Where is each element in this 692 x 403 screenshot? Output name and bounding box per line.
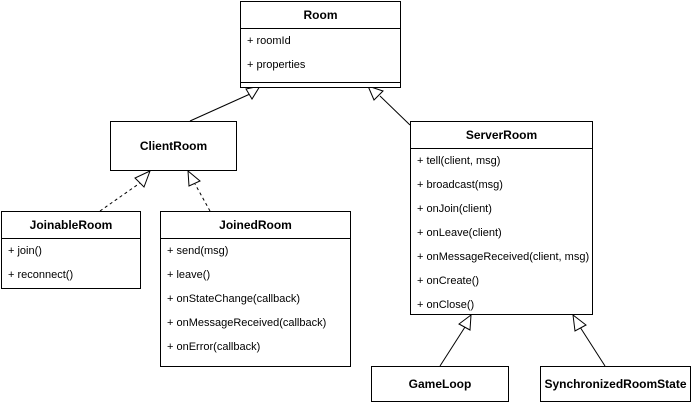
inheritance-arrowhead — [458, 313, 472, 331]
edge-joinableroom-to-clientroom — [99, 182, 141, 212]
realization-arrowhead — [187, 169, 201, 187]
server-room-method: + onJoin(client) — [417, 203, 492, 215]
class-server-room-name: ServerRoom — [411, 122, 592, 149]
server-room-method: + onClose() — [417, 299, 475, 311]
room-attribute-room-id: + roomId — [247, 35, 291, 47]
joined-room-method: + onStateChange(callback) — [167, 293, 300, 305]
edge-gameloop-to-serverroom — [439, 326, 466, 367]
edge-serverroom-to-room — [379, 95, 411, 126]
inheritance-arrowhead — [367, 85, 384, 101]
room-attribute-properties: + properties — [247, 59, 306, 71]
edge-clientroom-to-room — [189, 93, 251, 122]
edge-synchronizedroomstate-to-serverroom — [579, 326, 606, 367]
class-synchronized-room-state-name: SynchronizedRoomState — [544, 377, 687, 391]
joinable-room-method: + join() — [8, 245, 42, 257]
edge-joinedroom-to-clientroom — [194, 183, 211, 212]
class-game-loop-name: GameLoop — [408, 377, 472, 391]
server-room-method: + onMessageReceived(client, msg) — [417, 251, 590, 263]
class-joined-room[interactable]: JoinedRoom + send(msg) + leave() + onSta… — [160, 211, 351, 367]
joined-room-method: + send(msg) — [167, 245, 229, 257]
class-joinable-room[interactable]: JoinableRoom + join() + reconnect() — [1, 211, 141, 289]
inheritance-arrowhead — [572, 313, 587, 332]
class-room[interactable]: Room + roomId + properties — [240, 1, 401, 88]
class-game-loop[interactable]: GameLoop — [371, 366, 509, 402]
server-room-method: + onLeave(client) — [417, 227, 502, 239]
joined-room-method: + onError(callback) — [167, 341, 261, 353]
class-synchronized-room-state[interactable]: SynchronizedRoomState — [540, 366, 691, 402]
joined-room-method: + leave() — [167, 269, 211, 281]
class-room-separator — [241, 82, 400, 83]
joined-room-method: + onMessageReceived(callback) — [167, 317, 327, 329]
class-joined-room-name: JoinedRoom — [161, 212, 350, 239]
class-client-room[interactable]: ClientRoom — [110, 121, 237, 171]
realization-arrowhead — [134, 170, 151, 188]
joinable-room-method: + reconnect() — [8, 269, 74, 281]
server-room-method: + broadcast(msg) — [417, 179, 503, 191]
class-room-name: Room — [241, 2, 400, 29]
class-server-room[interactable]: ServerRoom + tell(client, msg) + broadca… — [410, 121, 593, 315]
class-joinable-room-name: JoinableRoom — [2, 212, 140, 239]
server-room-method: + tell(client, msg) — [417, 155, 501, 167]
class-client-room-name: ClientRoom — [139, 139, 208, 153]
server-room-method: + onCreate() — [417, 275, 480, 287]
